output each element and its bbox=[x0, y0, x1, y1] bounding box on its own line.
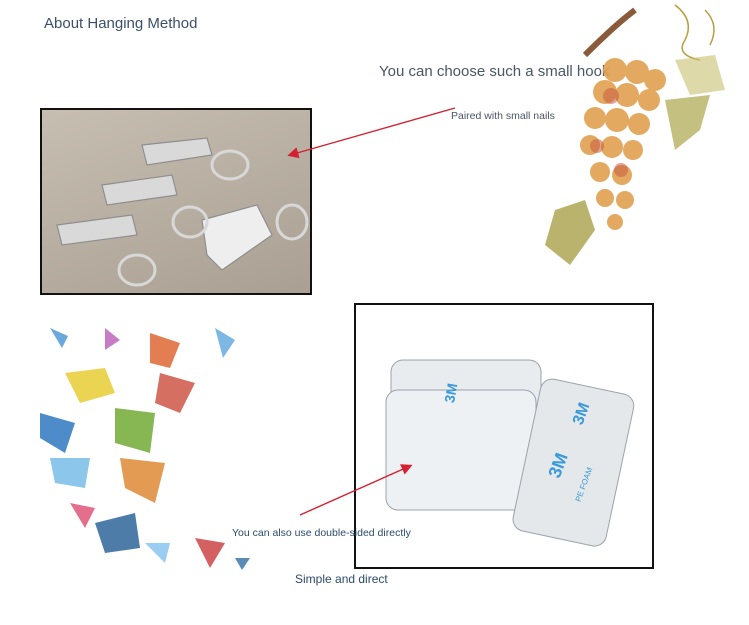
grapes-illustration bbox=[545, 4, 725, 265]
hook-callout-text: You can choose such a small hook bbox=[379, 63, 610, 80]
double-sided-callout-text: You can also use double-sided directly bbox=[232, 527, 411, 539]
nails-callout-text: Paired with small nails bbox=[451, 110, 555, 122]
double-sided-tape-photo: 3M 3M PE FOAM 3M bbox=[354, 303, 654, 569]
hook-arrow-icon bbox=[287, 107, 456, 159]
tape-arrow-icon bbox=[299, 464, 413, 516]
simple-direct-caption: Simple and direct bbox=[295, 572, 388, 586]
clip-hooks-photo bbox=[40, 108, 312, 295]
butterflies-illustration bbox=[40, 328, 250, 570]
page-title: About Hanging Method bbox=[44, 15, 198, 32]
